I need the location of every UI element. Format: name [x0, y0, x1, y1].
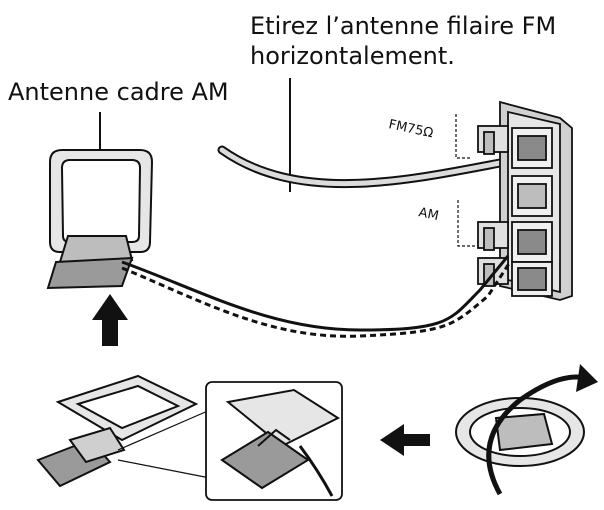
fm-terminal-bracket	[455, 114, 470, 159]
fm-instruction-line2: horizontalement.	[250, 42, 455, 70]
terminal-am-label: AM	[417, 205, 440, 224]
am-terminal-bracket	[457, 200, 478, 247]
rear-terminal-panel	[477, 100, 573, 301]
fm-wire-antenna	[217, 145, 510, 189]
fm-instruction-line1: Etirez l’antenne filaire FM	[250, 12, 556, 40]
am-loop-antenna-assembly	[36, 374, 199, 488]
rotate-arrow-icon	[486, 364, 598, 496]
am-antenna-label: Antenne cadre AM	[8, 78, 229, 106]
am-loop-antenna-top	[46, 149, 154, 290]
arrow-up-icon	[92, 294, 128, 346]
am-twisted-lead	[121, 255, 512, 338]
terminal-fm-label: FM75Ω	[387, 117, 434, 141]
arrow-left-icon	[380, 424, 430, 456]
zoom-pointer-lines	[117, 409, 211, 479]
am-loop-antenna-folded	[455, 397, 585, 467]
zoom-detail-panel	[205, 381, 343, 501]
